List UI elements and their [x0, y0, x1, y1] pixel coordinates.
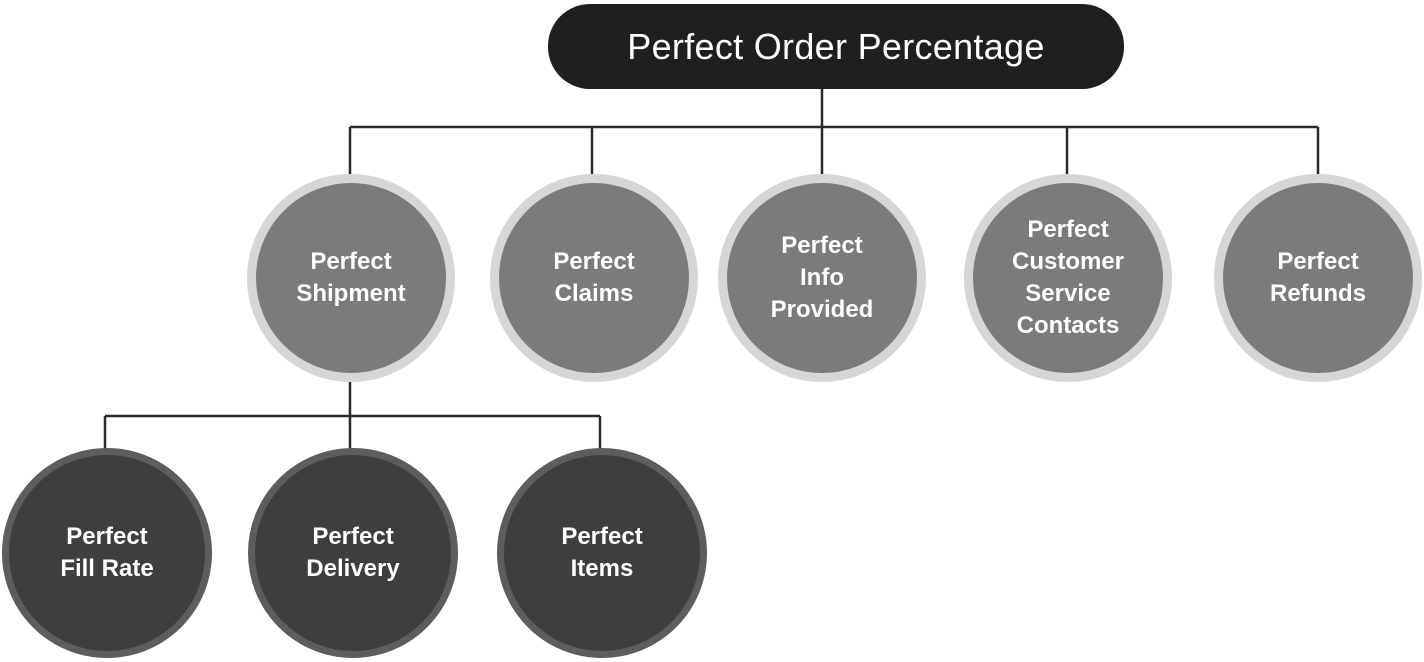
- node-perfect-fill-rate: Perfect Fill Rate: [2, 448, 212, 658]
- node-label: Perfect Customer Service Contacts: [1011, 216, 1125, 339]
- node-label: Perfect Claims: [553, 248, 635, 307]
- node-perfect-refunds: Perfect Refunds: [1214, 174, 1422, 382]
- node-label: Perfect Shipment: [296, 248, 406, 307]
- node-perfect-info-provided: Perfect Info Provided: [718, 174, 926, 382]
- node-label: Perfect Fill Rate: [60, 523, 154, 582]
- node-label: Perfect Info Provided: [770, 232, 874, 323]
- node-perfect-items: Perfect Items: [497, 448, 707, 658]
- node-label: Perfect Items: [561, 523, 643, 582]
- node-perfect-claims: Perfect Claims: [490, 174, 698, 382]
- node-perfect-shipment: Perfect Shipment: [247, 174, 455, 382]
- node-label: Perfect Delivery: [306, 523, 400, 582]
- node-perfect-delivery: Perfect Delivery: [248, 448, 458, 658]
- root-node-label: Perfect Order Percentage: [627, 25, 1045, 67]
- root-node-title: Perfect Order Percentage: [548, 4, 1124, 89]
- node-perfect-customer-service-contacts: Perfect Customer Service Contacts: [964, 174, 1172, 382]
- node-label: Perfect Refunds: [1270, 248, 1366, 307]
